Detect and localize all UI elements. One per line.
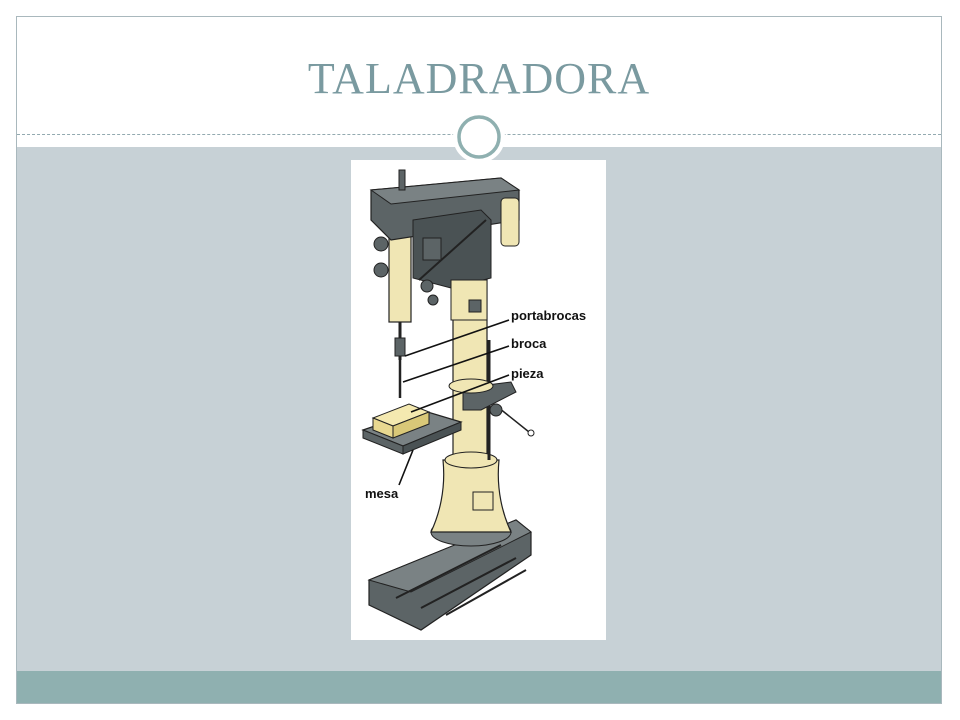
motor bbox=[500, 197, 520, 247]
label-portabrocas: portabrocas bbox=[511, 308, 586, 323]
drill-press-illustration: portabrocas broca pieza mesa bbox=[361, 169, 586, 631]
slide-title: TALADRADORA bbox=[307, 54, 651, 103]
leader-mesa bbox=[398, 449, 414, 486]
label-broca: broca bbox=[511, 336, 547, 351]
label-pieza: pieza bbox=[511, 366, 544, 381]
leader-broca bbox=[402, 345, 510, 383]
footer-bar bbox=[17, 671, 941, 703]
label-mesa: mesa bbox=[365, 486, 399, 501]
column-pedestal bbox=[430, 459, 512, 533]
leader-portabrocas bbox=[404, 319, 510, 357]
chuck-portabrocas bbox=[394, 337, 406, 357]
slide: TALADRADORA bbox=[16, 16, 942, 704]
circle-ornament-icon bbox=[453, 111, 505, 163]
drill-press-diagram: portabrocas broca pieza mesa bbox=[351, 160, 606, 640]
leader-pieza bbox=[410, 374, 510, 413]
spindle-quill bbox=[388, 231, 412, 323]
